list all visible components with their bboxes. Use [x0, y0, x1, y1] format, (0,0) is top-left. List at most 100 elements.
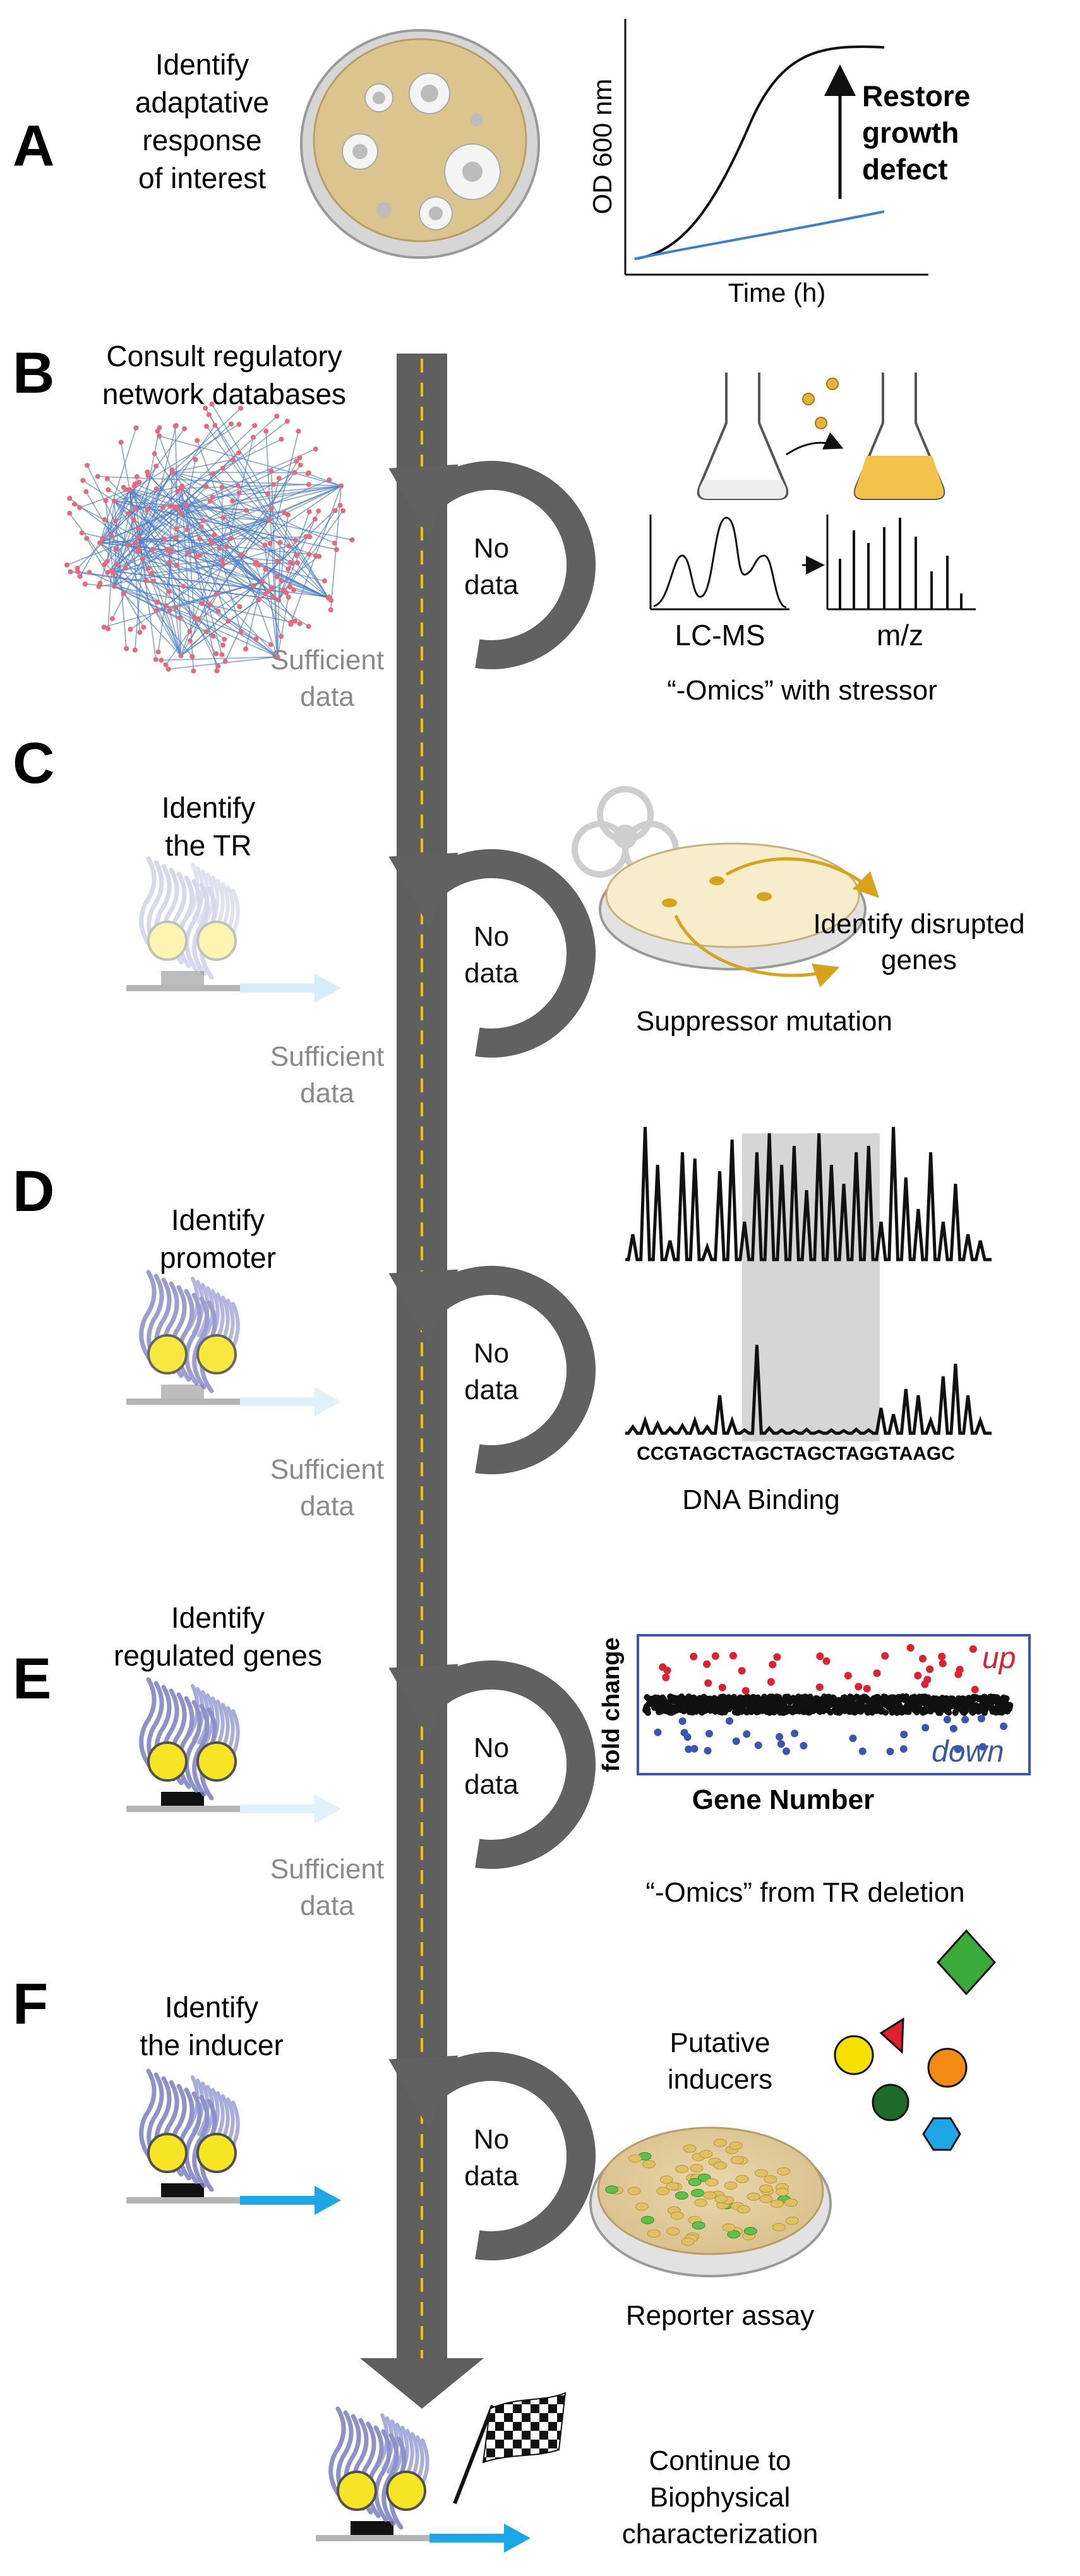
network-node: [297, 621, 303, 626]
network-node: [131, 517, 136, 523]
network-node: [97, 540, 103, 546]
gene-point: [864, 1698, 871, 1704]
gene-arrowhead: [315, 2186, 341, 2215]
reporter-colony: [729, 2141, 743, 2150]
network-node: [215, 608, 221, 614]
network-node: [113, 546, 119, 552]
panel-e-caption: “-Omics” from TR deletion: [645, 1877, 964, 1908]
pass-label-1: Sufficient: [270, 1854, 384, 1885]
downregulated-point: [732, 1737, 740, 1745]
network-node: [225, 618, 231, 624]
network-node: [169, 467, 175, 473]
reporter-colony: [666, 2227, 680, 2236]
network-edge: [111, 415, 277, 571]
network-node: [118, 439, 124, 445]
lcms-label: LC-MS: [675, 619, 765, 652]
network-edge: [180, 492, 240, 656]
network-node: [178, 511, 184, 516]
upregulated-point: [822, 1657, 831, 1665]
network-node: [153, 657, 159, 662]
network-node: [174, 562, 179, 568]
checkered-flag-icon: [453, 2392, 567, 2505]
network-node: [82, 581, 88, 587]
network-node: [279, 578, 284, 583]
final-label-3: characterization: [622, 2519, 819, 2549]
upregulated-point: [741, 1686, 750, 1695]
loop-arrowhead: [388, 2055, 459, 2130]
downregulated-point: [858, 1747, 867, 1755]
network-edge: [152, 580, 278, 658]
suppressor-dish: [599, 842, 880, 987]
reporter-colony-positive: [640, 2215, 654, 2224]
network-edge: [137, 537, 210, 605]
network-node: [127, 487, 133, 492]
network-node: [294, 552, 299, 558]
network-edge: [159, 435, 342, 487]
loop-arc: [424, 2052, 596, 2260]
panel-d-caption: DNA Binding: [682, 1484, 839, 1515]
network-edge: [216, 520, 270, 595]
network-node: [153, 463, 159, 469]
panel-a-title-2: adaptative: [135, 86, 269, 119]
network-node: [179, 483, 185, 489]
pass-label-1: Sufficient: [270, 645, 384, 676]
panel-d-title-1: Identify: [171, 1203, 265, 1236]
tr-protein: [328, 2406, 429, 2530]
network-node: [267, 540, 273, 546]
network-node: [282, 510, 287, 516]
network-node: [189, 653, 195, 659]
network-node: [238, 629, 244, 635]
panel-a: A Identify adaptative response of intere…: [13, 19, 970, 307]
network-node: [103, 498, 109, 503]
network-edge: [129, 489, 257, 563]
network-edge: [142, 538, 231, 560]
network-edge: [181, 488, 218, 671]
network-node: [209, 401, 215, 407]
panel-b: B Consult regulatory network databases S…: [13, 340, 976, 712]
reporter-colony: [647, 2229, 661, 2238]
network-node: [297, 462, 303, 468]
network-node: [111, 498, 117, 504]
network-edge: [80, 489, 130, 577]
network-node: [210, 471, 215, 477]
reporter-colony: [735, 2174, 749, 2183]
upregulated-point: [914, 1671, 922, 1679]
network-node: [128, 626, 133, 632]
network-node: [269, 585, 275, 591]
network-node: [96, 584, 102, 590]
network-node: [150, 547, 155, 552]
loop-label-data: data: [464, 1769, 519, 1800]
network-node: [100, 536, 105, 542]
reporter-colony: [683, 2144, 697, 2153]
panel-e-title-1: Identify: [171, 1601, 265, 1634]
network-node: [137, 629, 143, 635]
network-node: [143, 578, 149, 583]
network-node: [101, 624, 107, 630]
network-node: [328, 607, 333, 612]
protected-region: [742, 1133, 880, 1441]
network-node: [333, 547, 339, 552]
network-edge: [180, 536, 306, 657]
network-edge: [99, 542, 272, 645]
network-node: [306, 509, 312, 515]
upregulated-point: [906, 1643, 915, 1652]
loop-label-no: No: [474, 1732, 509, 1763]
panel-b-title-1: Consult regulatory: [106, 340, 342, 373]
final-label-2: Biophysical: [650, 2482, 791, 2513]
network-node: [75, 566, 80, 571]
upregulated-point: [659, 1663, 667, 1671]
network-node: [284, 590, 289, 595]
downregulated-point: [726, 1717, 733, 1725]
network-node: [237, 604, 243, 609]
upregulated-point: [938, 1652, 946, 1661]
network-edge: [169, 610, 182, 656]
network-node: [126, 511, 131, 516]
footprint-trace-control: [625, 1126, 992, 1261]
network-node: [327, 477, 332, 483]
panel-b-caption: “-Omics” with stressor: [667, 675, 937, 706]
network-node: [284, 419, 290, 424]
network-node: [213, 651, 219, 657]
network-node: [285, 594, 291, 600]
